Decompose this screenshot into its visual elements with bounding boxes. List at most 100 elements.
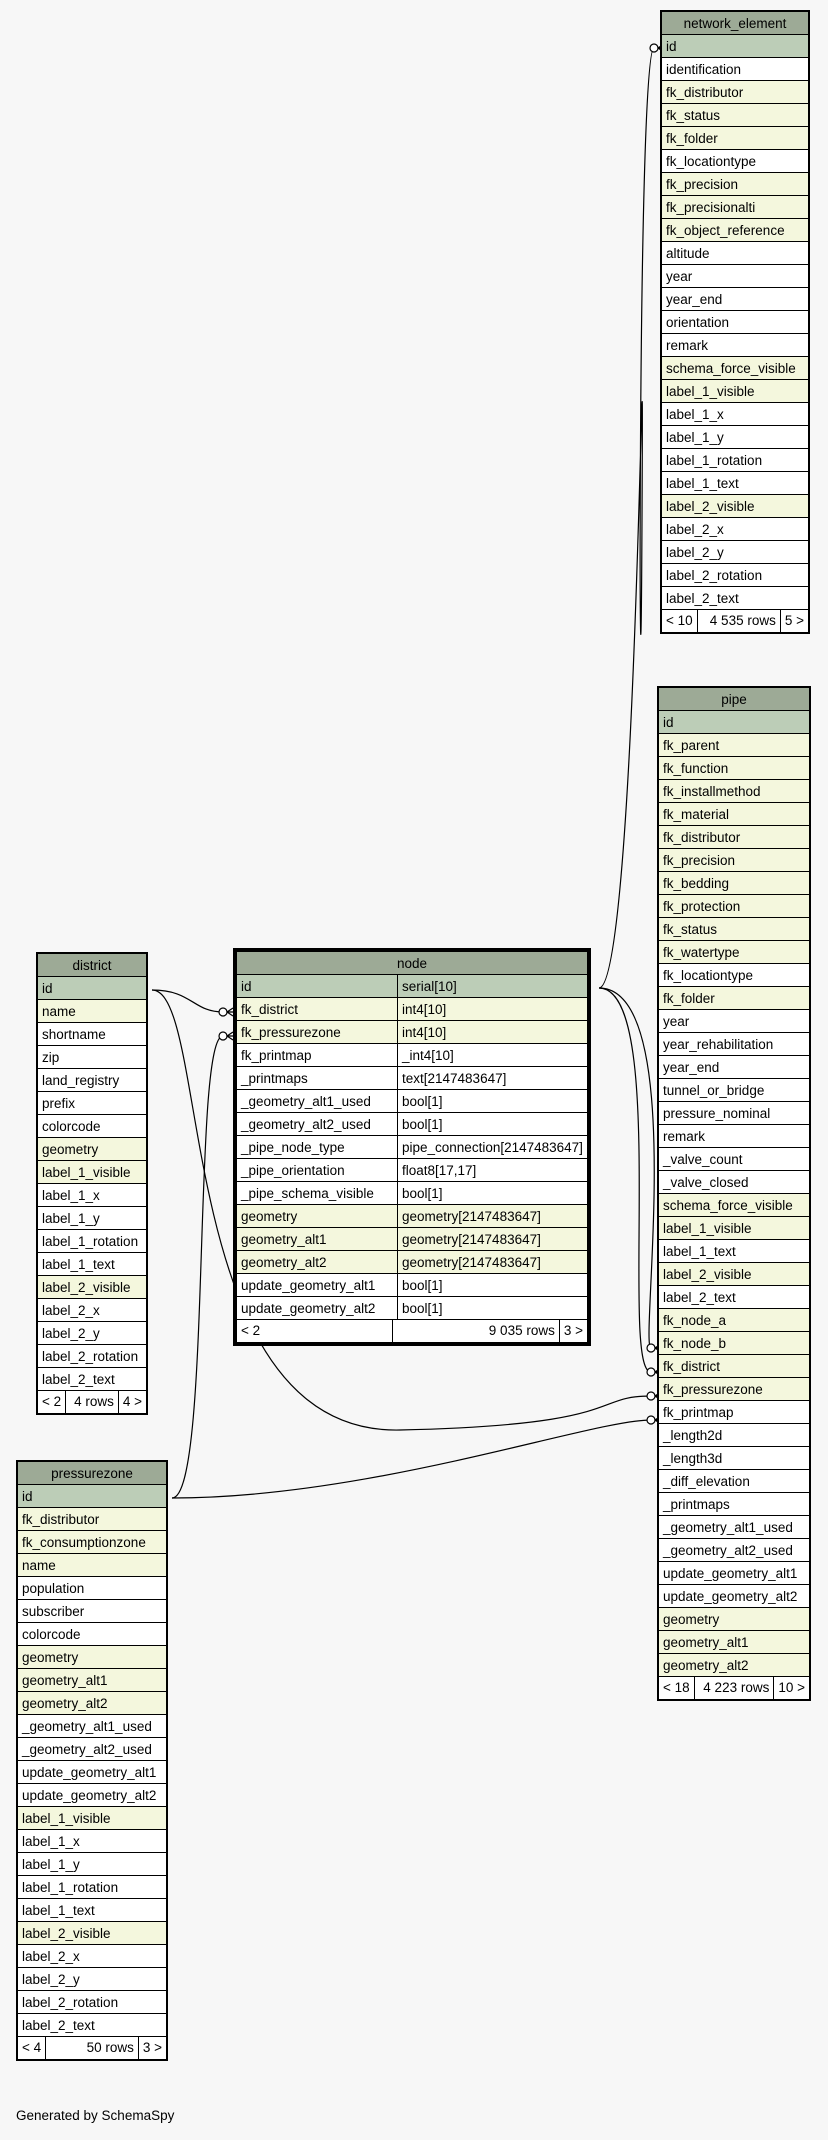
- parents-count[interactable]: < 2: [237, 1320, 393, 1342]
- pipe-column-row[interactable]: label_2_visible: [657, 1262, 811, 1286]
- district-column-row[interactable]: geometry: [36, 1137, 148, 1161]
- pressurezone-column-row[interactable]: fk_consumptionzone: [16, 1530, 168, 1554]
- pressurezone-column-row[interactable]: id: [16, 1484, 168, 1508]
- pipe-column-row[interactable]: fk_watertype: [657, 940, 811, 964]
- pressurezone-column-row[interactable]: fk_distributor: [16, 1507, 168, 1531]
- node-column-row[interactable]: fk_printmap_int4[10]: [234, 1043, 590, 1067]
- pipe-column-row[interactable]: fk_installmethod: [657, 779, 811, 803]
- district-column-row[interactable]: zip: [36, 1045, 148, 1069]
- pipe-column-row[interactable]: tunnel_or_bridge: [657, 1078, 811, 1102]
- pipe-column-row[interactable]: geometry_alt1: [657, 1630, 811, 1654]
- pipe-column-row[interactable]: _valve_closed: [657, 1170, 811, 1194]
- pipe-column-row[interactable]: fk_function: [657, 756, 811, 780]
- pipe-column-row[interactable]: fk_district: [657, 1354, 811, 1378]
- pressurezone-column-row[interactable]: label_1_x: [16, 1829, 168, 1853]
- pipe-column-row[interactable]: fk_node_b: [657, 1331, 811, 1355]
- district-column-row[interactable]: prefix: [36, 1091, 148, 1115]
- network_element-column-row[interactable]: label_2_y: [660, 540, 810, 564]
- network_element-column-row[interactable]: year_end: [660, 287, 810, 311]
- network_element-column-row[interactable]: label_1_y: [660, 425, 810, 449]
- network_element-column-row[interactable]: label_2_text: [660, 586, 810, 610]
- network_element-column-row[interactable]: fk_precisionalti: [660, 195, 810, 219]
- parents-count[interactable]: < 2: [38, 1391, 67, 1413]
- pipe-column-row[interactable]: schema_force_visible: [657, 1193, 811, 1217]
- pipe-column-row[interactable]: _geometry_alt1_used: [657, 1515, 811, 1539]
- district-column-row[interactable]: label_2_visible: [36, 1275, 148, 1299]
- network_element-column-row[interactable]: fk_status: [660, 103, 810, 127]
- pressurezone-column-row[interactable]: label_2_y: [16, 1967, 168, 1991]
- network_element-column-row[interactable]: schema_force_visible: [660, 356, 810, 380]
- district-column-row[interactable]: shortname: [36, 1022, 148, 1046]
- pipe-column-row[interactable]: year_rehabilitation: [657, 1032, 811, 1056]
- district-column-row[interactable]: label_2_text: [36, 1367, 148, 1391]
- pressurezone-column-row[interactable]: label_2_visible: [16, 1921, 168, 1945]
- pipe-column-row[interactable]: fk_pressurezone: [657, 1377, 811, 1401]
- pressurezone-column-row[interactable]: label_2_text: [16, 2013, 168, 2037]
- network_element-column-row[interactable]: label_2_x: [660, 517, 810, 541]
- pipe-table-title[interactable]: pipe: [657, 686, 811, 711]
- pipe-column-row[interactable]: update_geometry_alt1: [657, 1561, 811, 1585]
- pressurezone-column-row[interactable]: _geometry_alt1_used: [16, 1714, 168, 1738]
- network_element-column-row[interactable]: fk_precision: [660, 172, 810, 196]
- network_element-column-row[interactable]: remark: [660, 333, 810, 357]
- pressurezone-column-row[interactable]: _geometry_alt2_used: [16, 1737, 168, 1761]
- pipe-column-row[interactable]: _valve_count: [657, 1147, 811, 1171]
- district-column-row[interactable]: label_2_y: [36, 1321, 148, 1345]
- pressurezone-column-row[interactable]: label_1_y: [16, 1852, 168, 1876]
- children-count[interactable]: 10 >: [778, 1680, 805, 1695]
- pipe-column-row[interactable]: _length2d: [657, 1423, 811, 1447]
- node-table-title[interactable]: node: [234, 949, 590, 975]
- pressurezone-column-row[interactable]: population: [16, 1576, 168, 1600]
- network_element-column-row[interactable]: label_1_text: [660, 471, 810, 495]
- pressurezone-column-row[interactable]: geometry_alt1: [16, 1668, 168, 1692]
- district-column-row[interactable]: label_2_x: [36, 1298, 148, 1322]
- pressurezone-column-row[interactable]: colorcode: [16, 1622, 168, 1646]
- pipe-column-row[interactable]: _length3d: [657, 1446, 811, 1470]
- pipe-column-row[interactable]: fk_distributor: [657, 825, 811, 849]
- pipe-column-row[interactable]: label_1_text: [657, 1239, 811, 1263]
- district-column-row[interactable]: land_registry: [36, 1068, 148, 1092]
- pipe-column-row[interactable]: _diff_elevation: [657, 1469, 811, 1493]
- network_element-column-row[interactable]: label_2_visible: [660, 494, 810, 518]
- parents-count[interactable]: < 4: [18, 2037, 47, 2059]
- network_element-column-row[interactable]: fk_folder: [660, 126, 810, 150]
- pressurezone-table-title[interactable]: pressurezone: [16, 1460, 168, 1485]
- pipe-column-row[interactable]: geometry_alt2: [657, 1653, 811, 1677]
- pressurezone-column-row[interactable]: label_2_rotation: [16, 1990, 168, 2014]
- network_element-column-row[interactable]: fk_object_reference: [660, 218, 810, 242]
- network_element-column-row[interactable]: fk_distributor: [660, 80, 810, 104]
- network_element-column-row[interactable]: identification: [660, 57, 810, 81]
- parents-count[interactable]: < 18: [659, 1677, 695, 1699]
- children-count[interactable]: 4 >: [122, 1394, 142, 1409]
- network_element-column-row[interactable]: year: [660, 264, 810, 288]
- children-count[interactable]: 5 >: [784, 613, 804, 628]
- pipe-column-row[interactable]: label_2_text: [657, 1285, 811, 1309]
- pipe-column-row[interactable]: pressure_nominal: [657, 1101, 811, 1125]
- network_element-column-row[interactable]: label_1_visible: [660, 379, 810, 403]
- network_element-column-row[interactable]: label_1_x: [660, 402, 810, 426]
- district-column-row[interactable]: label_1_visible: [36, 1160, 148, 1184]
- district-column-row[interactable]: label_2_rotation: [36, 1344, 148, 1368]
- district-column-row[interactable]: label_1_rotation: [36, 1229, 148, 1253]
- district-column-row[interactable]: label_1_x: [36, 1183, 148, 1207]
- network_element-column-row[interactable]: label_1_rotation: [660, 448, 810, 472]
- network_element-table-title[interactable]: network_element: [660, 10, 810, 35]
- pipe-column-row[interactable]: id: [657, 710, 811, 734]
- pipe-column-row[interactable]: _geometry_alt2_used: [657, 1538, 811, 1562]
- pipe-column-row[interactable]: fk_parent: [657, 733, 811, 757]
- pipe-column-row[interactable]: year: [657, 1009, 811, 1033]
- pipe-column-row[interactable]: fk_material: [657, 802, 811, 826]
